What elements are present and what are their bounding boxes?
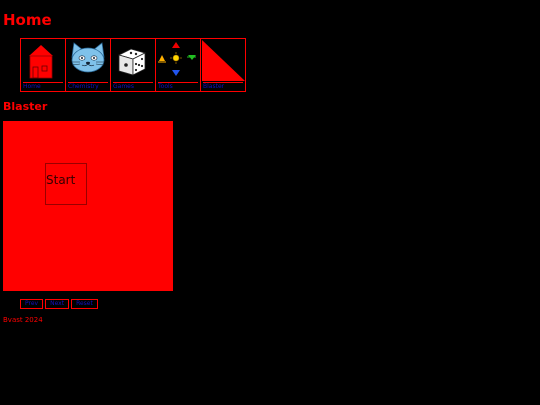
reset-button[interactable]: Reset xyxy=(71,299,98,309)
prev-button[interactable]: Prev xyxy=(20,299,44,309)
dice-icon xyxy=(117,48,147,76)
bottom-button-group: Prev Next Reset xyxy=(20,299,98,309)
icon-nav-bar: Home Chemistry xyxy=(20,38,246,92)
nav-item-label: Tools xyxy=(158,82,198,91)
nav-item-chemistry[interactable]: Chemistry xyxy=(66,39,111,91)
nav-item-blaster[interactable]: Blaster xyxy=(201,39,245,91)
red-triangle-icon xyxy=(202,40,245,81)
game-area[interactable]: Start xyxy=(3,121,173,291)
nav-item-label: Blaster xyxy=(203,82,243,91)
section-title: Blaster xyxy=(3,100,48,113)
nav-item-label: Games xyxy=(113,82,153,91)
page-title: Home xyxy=(3,11,52,29)
start-button[interactable]: Start xyxy=(45,163,87,205)
nav-item-label: Home xyxy=(23,82,63,91)
arrows-compass-icon xyxy=(158,42,196,76)
footer-text: Bvast 2024 xyxy=(3,316,43,324)
nav-item-tools[interactable]: Tools xyxy=(156,39,201,91)
next-button[interactable]: Next xyxy=(45,299,70,309)
nav-item-home[interactable]: Home xyxy=(21,39,66,91)
nav-item-games[interactable]: Games xyxy=(111,39,156,91)
cat-face-icon xyxy=(71,42,105,73)
nav-item-label: Chemistry xyxy=(68,82,108,91)
house-icon xyxy=(29,45,53,79)
